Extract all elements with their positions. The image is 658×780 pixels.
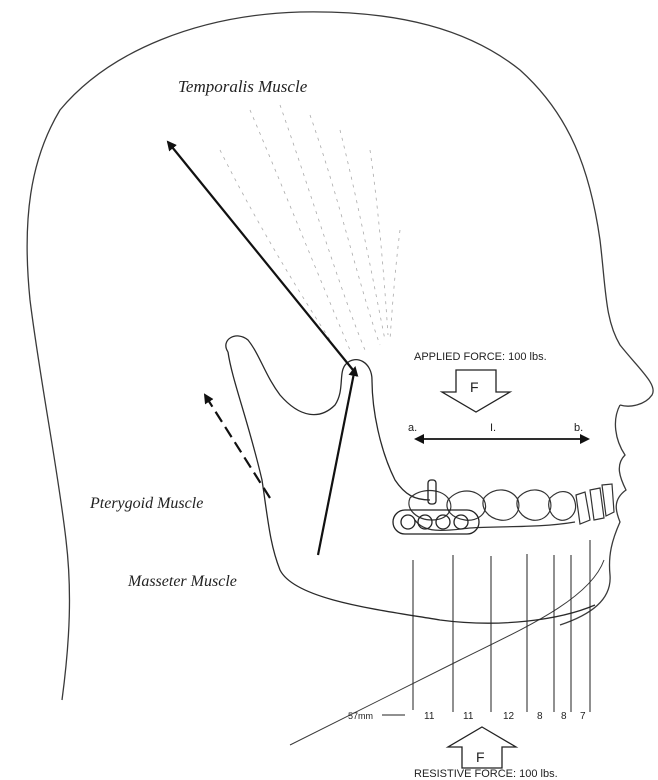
resistive-force-symbol: F	[476, 749, 485, 765]
implant-plate	[393, 480, 479, 534]
lever-span-label: I.	[490, 422, 496, 434]
applied-force-symbol: F	[470, 379, 479, 395]
measurement-lines	[382, 540, 590, 715]
teeth-row	[409, 484, 614, 530]
neck-line	[290, 560, 604, 745]
measure-value: 11	[463, 711, 474, 722]
measure-value: 8	[537, 711, 543, 722]
measure-value: 8	[561, 711, 567, 722]
resistive-force-label: RESISTIVE FORCE: 100 lbs.	[414, 768, 558, 780]
pterygoid-label: Pterygoid Muscle	[89, 495, 203, 512]
measure-value: 12	[503, 711, 515, 722]
point-a-label: a.	[408, 422, 417, 434]
mandible-outline	[226, 336, 595, 623]
measure-value: 11	[424, 711, 435, 722]
measure-value: 7	[580, 711, 586, 722]
measure-unit-label: 57mm	[348, 711, 373, 721]
pterygoid-arrow	[205, 395, 270, 498]
temporalis-label: Temporalis Muscle	[178, 77, 308, 96]
masseter-arrow	[318, 368, 355, 555]
masseter-label: Masseter Muscle	[127, 573, 237, 590]
point-b-label: b.	[574, 422, 583, 434]
applied-force-label: APPLIED FORCE: 100 lbs.	[414, 351, 547, 363]
head-outline	[27, 12, 653, 700]
temporalis-arrow	[168, 142, 353, 370]
